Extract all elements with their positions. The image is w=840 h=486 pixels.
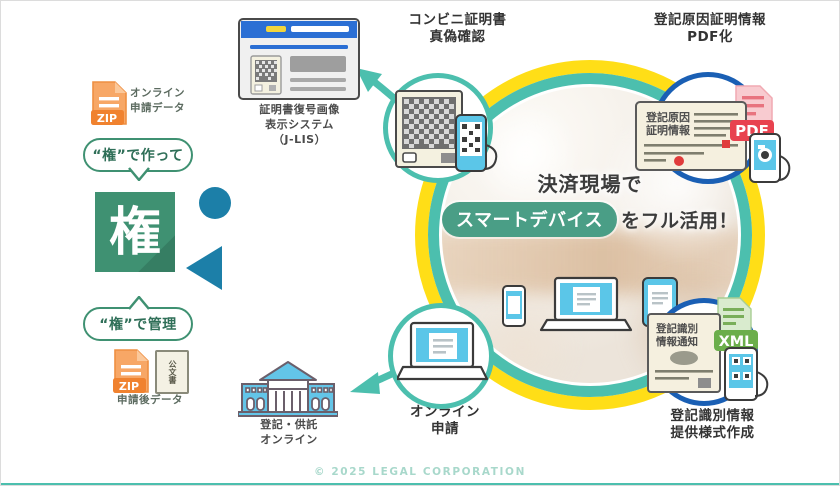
svg-text:XML: XML bbox=[719, 334, 754, 350]
shinseigo-data-zip-icon: ZIP bbox=[112, 348, 152, 396]
building-label: 登記・供託 オンライン bbox=[260, 418, 318, 446]
ring-inner-teal bbox=[428, 73, 752, 397]
node-toukigenin-label: 登記原因証明情報 PDF化 bbox=[654, 12, 766, 45]
smart-device-pill: スマートデバイス bbox=[442, 202, 617, 237]
jlis-label: 証明書復号画像 表示システム （J-LIS） bbox=[259, 103, 340, 146]
node-online-shinsei-illustration bbox=[395, 318, 489, 398]
jlis-browser-window bbox=[238, 18, 360, 100]
center-message: 決済現場で スマートデバイス をフル活用！ bbox=[415, 168, 765, 237]
center-line-2: スマートデバイス をフル活用！ bbox=[415, 202, 765, 237]
svg-text:ZIP: ZIP bbox=[119, 380, 139, 393]
ken-logo: 権 bbox=[95, 192, 175, 272]
svg-text:登記識別: 登記識別 bbox=[655, 322, 698, 335]
node-konbini-label: コンビニ証明書 真偽確認 bbox=[408, 12, 507, 45]
arrow-ring-to-logo bbox=[186, 246, 430, 290]
bubble-create-text: “権”で作って bbox=[92, 148, 184, 164]
bottom-accent-bar bbox=[0, 483, 840, 486]
bubble-create-with-ken: “権”で作って bbox=[83, 138, 193, 181]
node-online-shinsei-label: オンライン 申請 bbox=[410, 404, 480, 437]
ken-logo-char: 権 bbox=[108, 203, 161, 263]
kobunsho-label: 公文書 bbox=[168, 360, 177, 384]
bubble-manage-with-ken: “権”で管理 bbox=[83, 296, 193, 341]
copyright-footer: © 2025 LEGAL CORPORATION bbox=[314, 466, 526, 478]
laptop-icon bbox=[539, 276, 633, 332]
center-line-1: 決済現場で bbox=[537, 172, 643, 196]
node-toukishikibetsu-illustration: 登記識別 情報通知 XML bbox=[640, 296, 790, 408]
online-shinsei-data-zip-icon: ZIP bbox=[90, 80, 130, 128]
svg-text:証明情報: 証明情報 bbox=[646, 123, 691, 137]
kobunsho-document-icon: 公文書 bbox=[155, 350, 189, 394]
government-building-icon bbox=[237, 360, 339, 422]
arrow-logo-to-ring bbox=[199, 187, 430, 219]
smartphone-small-icon bbox=[502, 285, 526, 327]
shinseigo-data-label: 申請後データ bbox=[117, 394, 183, 406]
svg-text:登記原因: 登記原因 bbox=[645, 110, 690, 124]
node-konbini-illustration bbox=[393, 83, 503, 183]
online-shinsei-data-label: オンライン 申請データ bbox=[130, 87, 185, 115]
center-line-2-suffix: をフル活用！ bbox=[620, 210, 738, 232]
svg-text:情報通知: 情報通知 bbox=[656, 335, 698, 348]
node-toukishikibetsu-label: 登記識別情報 提供様式作成 bbox=[670, 408, 755, 441]
svg-text:ZIP: ZIP bbox=[97, 112, 117, 125]
node-toukigenin-illustration: 登記原因 証明情報 PDF bbox=[622, 80, 791, 185]
bubble-manage-text: “権”で管理 bbox=[99, 317, 177, 333]
